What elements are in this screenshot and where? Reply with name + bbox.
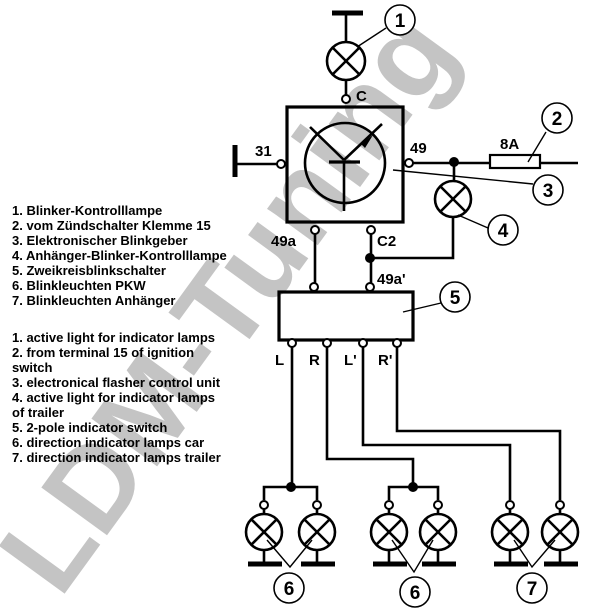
junction-dot — [408, 482, 418, 492]
indicator-lamp-icon — [490, 500, 530, 567]
legend-en-line: 6. direction indicator lamps car — [12, 435, 204, 450]
legend-de-item: 4. Anhänger-Blinker-Kontrolllampe — [12, 248, 227, 263]
callout-number: 6 — [284, 579, 295, 600]
terminal-label-l-prime: L' — [344, 352, 357, 369]
terminal-label-l: L — [275, 352, 284, 369]
callout-1: 1 — [384, 4, 416, 36]
legend-de-item: 3. Elektronischer Blinkgeber — [12, 233, 188, 248]
legend-en-line: 3. electronical flasher control unit — [12, 375, 221, 390]
terminal-label-49a-prime: 49a' — [377, 271, 406, 288]
callout-7-trailer: 7 — [516, 572, 548, 604]
legend-english: 1. active light for indicator lamps 2. f… — [12, 330, 221, 465]
terminal-label-r-prime: R' — [378, 352, 392, 369]
indicator-lamp-icon — [540, 500, 580, 567]
callout-number: 7 — [527, 579, 538, 600]
legend-en-line: 2. from terminal 15 of ignition — [12, 345, 194, 360]
legend-en-line: switch — [12, 360, 53, 375]
junction-dot — [286, 482, 296, 492]
indicator-lamp-icon — [244, 500, 284, 567]
callout-number: 5 — [450, 288, 461, 309]
legend-en-line: 1. active light for indicator lamps — [12, 330, 215, 345]
terminal-label-49: 49 — [410, 140, 427, 157]
callout-6-car-left: 6 — [273, 572, 305, 604]
legend-de-item: 1. Blinker-Kontrolllampe — [12, 203, 162, 218]
flasher-unit — [285, 105, 405, 224]
legend-en-line: of trailer — [12, 405, 64, 420]
indicator-lamps — [244, 500, 580, 567]
callout-2: 2 — [541, 102, 573, 134]
indicator-switch — [277, 290, 415, 342]
legend-de-item: 5. Zweikreisblinkschalter — [12, 263, 166, 278]
legend-en-line: 7. direction indicator lamps trailer — [12, 450, 221, 465]
terminal-label-31: 31 — [255, 143, 272, 160]
fuse-icon — [488, 153, 542, 170]
callout-number: 3 — [543, 181, 554, 202]
callout-number: 2 — [552, 109, 563, 130]
indicator-lamp-icon — [297, 500, 337, 567]
junction-dot — [365, 253, 375, 263]
terminals — [276, 94, 414, 348]
trailer-control-lamp-icon — [433, 179, 473, 219]
fuse-label: 8A — [500, 136, 519, 153]
callout-number: 1 — [395, 11, 406, 32]
legend-de-item: 7. Blinkleuchten Anhänger — [12, 293, 176, 308]
callout-6-car-right: 6 — [399, 576, 431, 608]
callout-4: 4 — [487, 214, 519, 246]
legend-en-line: 5. 2-pole indicator switch — [12, 420, 167, 435]
junction-dot — [449, 157, 459, 167]
indicator-lamp-icon — [369, 500, 409, 567]
callout-leaders — [266, 27, 556, 574]
callout-5: 5 — [439, 281, 471, 313]
terminal-label-49a: 49a — [271, 233, 297, 250]
terminal-label-c: C — [356, 88, 367, 105]
callout-number: 6 — [410, 583, 421, 604]
indicator-lamp-icon — [418, 500, 458, 567]
legend-de-item: 6. Blinkleuchten PKW — [12, 278, 146, 293]
control-lamp-icon — [325, 40, 367, 82]
callout-number: 4 — [498, 221, 509, 242]
legend-en-line: 4. active light for indicator lamps — [12, 390, 215, 405]
legend-de-item: 2. vom Zündschalter Klemme 15 — [12, 218, 211, 233]
legend-german: 1. Blinker-Kontrolllampe 2. vom Zündscha… — [12, 203, 227, 308]
terminal-label-c2: C2 — [377, 233, 396, 250]
callout-3: 3 — [532, 174, 564, 206]
terminal-label-r: R — [309, 352, 320, 369]
